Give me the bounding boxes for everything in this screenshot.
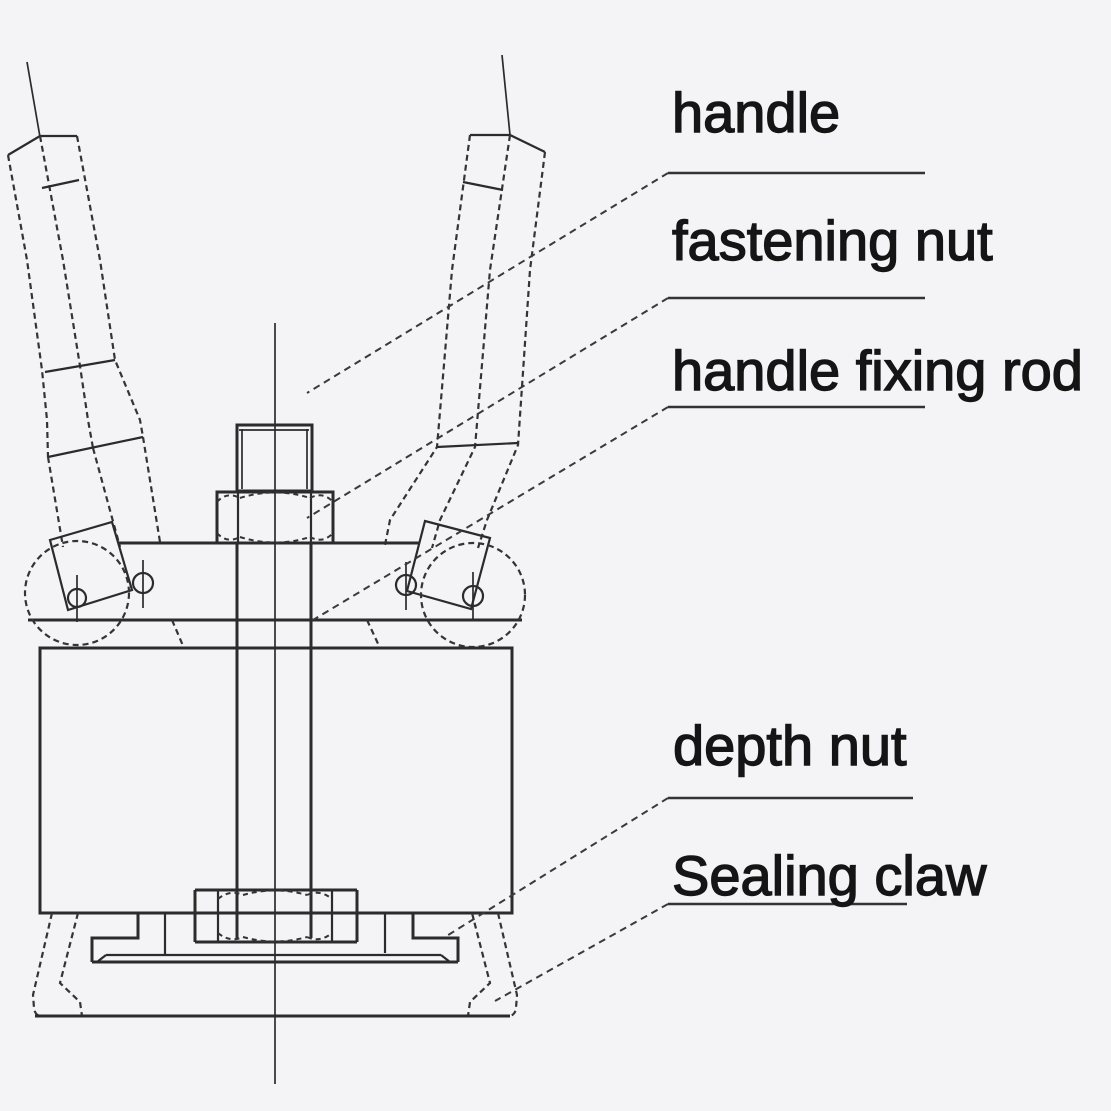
left-handle: [6, 61, 162, 612]
left-handle-outer-edge: [6, 154, 50, 458]
rod-head-inner-edges: [239, 429, 309, 489]
label-fastening-nut: fastening nut: [672, 209, 993, 272]
fastening-nut: [215, 490, 335, 545]
left-handle-axis-line: [26, 61, 41, 138]
right-handle-fork: [405, 519, 492, 611]
left-handle-fork: [48, 520, 134, 612]
depth-nut: [193, 888, 359, 944]
left-ear-circle: [23, 539, 131, 647]
right-handle: [383, 54, 547, 611]
left-handle-top-cap: [7, 134, 77, 156]
claw-inner-verticals: [163, 913, 387, 955]
leader-lines: [306, 171, 925, 1002]
label-depth-nut: depth nut: [673, 714, 907, 777]
right-handle-segment-line-1: [462, 180, 504, 192]
label-handle: handle: [672, 81, 840, 144]
label-sealing-claw: Sealing claw: [672, 844, 987, 907]
left-handle-segment-line-2: [44, 358, 116, 374]
claw-right-leg: [466, 912, 519, 1018]
tool-body: [38, 646, 514, 915]
left-handle-segment-line-3: [47, 435, 144, 459]
left-link-pin-hole: [131, 571, 155, 595]
fastening-nut-leader: [306, 297, 669, 519]
fastening-nut-chamfer-arcs: [216, 491, 334, 544]
depth-nut-housing: [193, 888, 359, 944]
part-labels: handle fastening nut handle fixing rod d…: [671, 80, 1083, 907]
rod-shaft-edges: [235, 543, 313, 938]
pivot-plate: [23, 539, 527, 649]
pin-center-marks: [76, 560, 474, 622]
label-handle-fixing-rod: handle fixing rod: [672, 339, 1083, 402]
right-handle-outer-edge: [476, 151, 547, 549]
right-handle-axis-line: [501, 54, 511, 136]
handle-leader: [306, 172, 669, 394]
claw-right-step: [411, 913, 460, 962]
sealing-claw-leader: [494, 903, 669, 1002]
right-pivot-pin-hole: [461, 584, 485, 608]
neck-edges: [170, 619, 381, 649]
claw-left-leg: [31, 912, 84, 1018]
claw-left-step: [90, 913, 140, 962]
fastening-nut-outline: [215, 490, 335, 545]
left-handle-inner-edge: [75, 135, 145, 438]
handle-fixing-rod-leader: [312, 406, 669, 621]
depth-nut-chamfer-arcs: [217, 889, 333, 943]
right-handle-segment-line-2: [436, 441, 519, 449]
depth-nut-leader: [444, 797, 669, 938]
right-link-pin-hole: [394, 573, 418, 597]
left-pivot-pin-hole: [66, 587, 88, 609]
sealing-claw: [31, 912, 519, 1018]
body-outline: [38, 646, 514, 915]
fastening-nut-facets: [236, 492, 313, 543]
right-handle-mid-edge: [430, 134, 512, 549]
left-handle-segment-line-1: [41, 178, 80, 190]
